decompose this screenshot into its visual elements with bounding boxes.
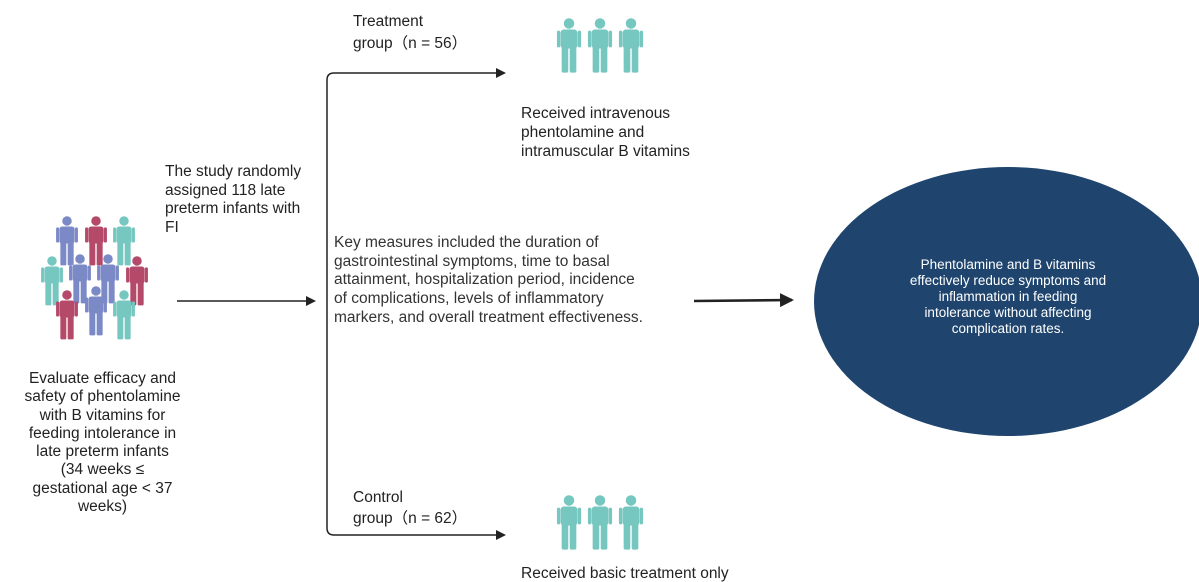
person-figure bbox=[618, 495, 644, 550]
treatment-label-line: group（n = 56） bbox=[353, 35, 468, 52]
treatment-group-label: Treatment group（n = 56） bbox=[353, 11, 467, 55]
person-figure bbox=[56, 290, 78, 340]
objective-line: safety of phentolamine bbox=[24, 388, 181, 406]
person-figure bbox=[85, 216, 107, 266]
treatment-description-line: phentolamine and bbox=[521, 124, 645, 142]
person-figure bbox=[56, 216, 78, 266]
randomization-line: The study randomly bbox=[165, 163, 302, 180]
measures-line: Key measures included the duration of bbox=[334, 234, 599, 251]
control-group-people-icon bbox=[556, 495, 644, 550]
person-figure bbox=[41, 256, 63, 306]
objective-line: late preterm infants bbox=[36, 443, 169, 461]
measures-line: gastrointestinal symptoms, time to basal bbox=[334, 252, 610, 270]
person-figure bbox=[113, 290, 135, 340]
randomization-line: assigned 118 late bbox=[165, 181, 286, 199]
treatment-group-people-icon bbox=[556, 18, 644, 73]
control-description: Received basic treatment only bbox=[521, 565, 729, 582]
person-figure bbox=[618, 18, 644, 73]
objective-line: gestational age < 37 bbox=[32, 479, 173, 497]
conclusion-ellipse bbox=[814, 167, 1199, 436]
key-measures-text: Key measures included the duration of ga… bbox=[334, 234, 643, 328]
person-figure bbox=[556, 495, 582, 550]
control-branch-arrow bbox=[326, 300, 506, 540]
objective-line: feeding intolerance in bbox=[28, 424, 177, 442]
arrow-to-conclusion bbox=[693, 293, 794, 308]
randomization-text: The study randomly assigned 118 late pre… bbox=[165, 163, 301, 237]
control-label-line: Control bbox=[353, 489, 403, 506]
person-figure bbox=[85, 286, 107, 336]
person-figure bbox=[587, 495, 613, 550]
conclusion-line: effectively reduce symptoms and bbox=[909, 273, 1107, 288]
control-group-label: Control group（n = 62） bbox=[353, 487, 467, 529]
treatment-branch-arrow bbox=[326, 68, 506, 300]
conclusion-line: complication rates. bbox=[951, 321, 1065, 336]
measures-line: of complications, levels of inflammatory bbox=[334, 290, 604, 308]
conclusion-text: Phentolamine and B vitamins effectively … bbox=[880, 257, 1136, 337]
objective-line: weeks) bbox=[77, 498, 128, 516]
study-objective-text: Evaluate efficacy and safety of phentola… bbox=[0, 370, 205, 516]
person-figure bbox=[126, 256, 148, 306]
randomization-line: preterm infants with bbox=[165, 200, 301, 218]
conclusion-line: Phentolamine and B vitamins bbox=[920, 257, 1096, 272]
objective-line: Evaluate efficacy and bbox=[28, 370, 177, 387]
control-label-line: group（n = 62） bbox=[353, 510, 468, 527]
person-figure bbox=[587, 18, 613, 73]
objective-line: (34 weeks ≤ bbox=[60, 461, 145, 479]
person-figure bbox=[556, 18, 582, 73]
measures-line: markers, and overall treatment effective… bbox=[334, 308, 643, 326]
treatment-label-line: Treatment bbox=[353, 13, 424, 30]
person-figure bbox=[113, 216, 135, 266]
person-figure bbox=[69, 254, 91, 304]
treatment-description: Received intravenous phentolamine and in… bbox=[521, 104, 690, 162]
measures-line: attainment, hospitalization period, inci… bbox=[334, 271, 635, 289]
randomization-line: FI bbox=[165, 218, 179, 236]
conclusion-line: intolerance without affecting bbox=[924, 305, 1092, 320]
conclusion-line: inflammation in feeding bbox=[938, 289, 1078, 304]
objective-line: with B vitamins for bbox=[39, 406, 166, 424]
people-crowd-icon bbox=[41, 216, 148, 340]
treatment-description-line: intramuscular B vitamins bbox=[521, 143, 690, 161]
treatment-description-line: Received intravenous bbox=[521, 105, 671, 122]
